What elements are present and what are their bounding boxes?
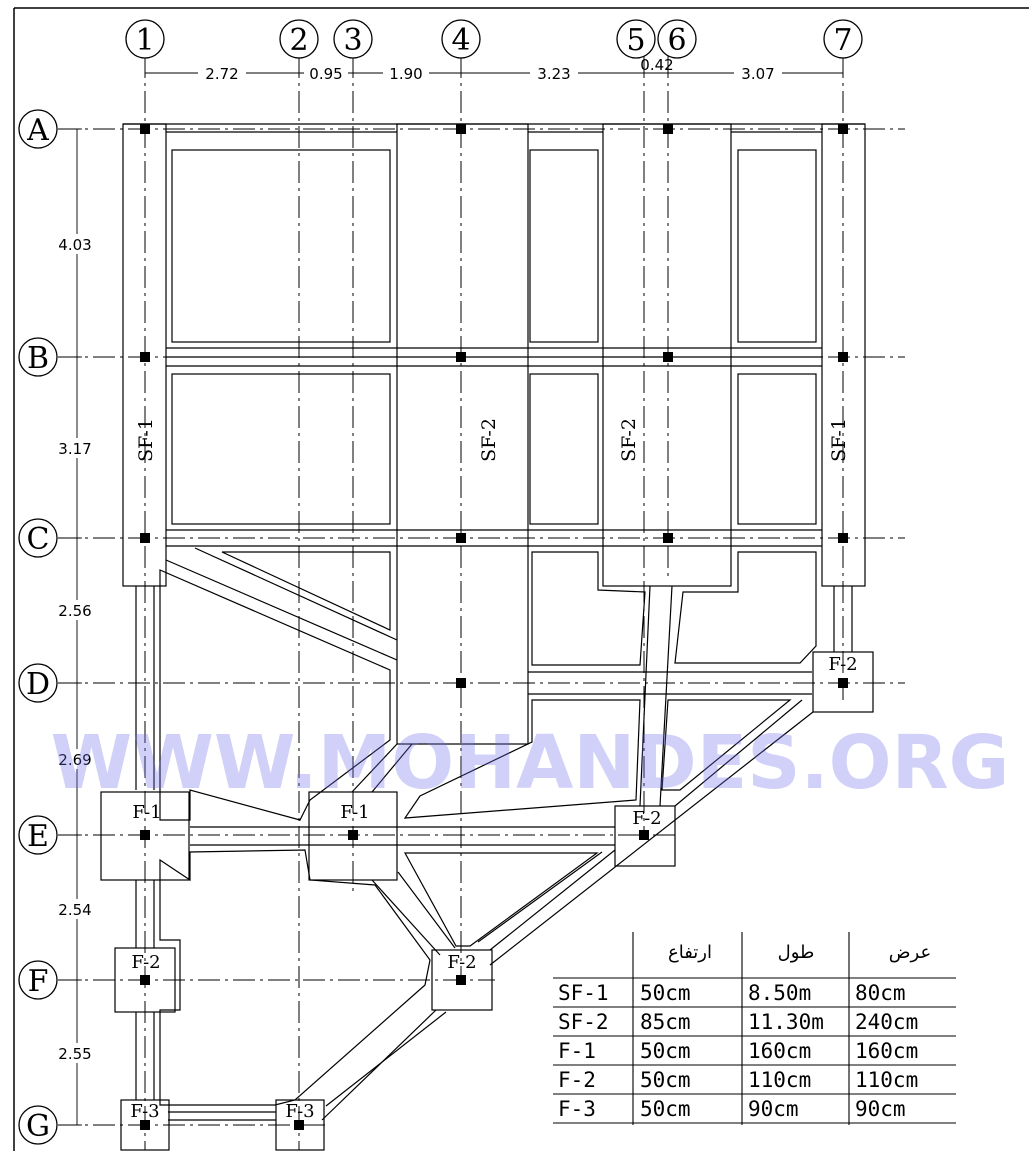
row-grid-bubbles: A B C D E F G	[18, 109, 58, 1145]
row-height: 50cm	[640, 1068, 691, 1092]
grid-label-F: F	[28, 964, 49, 999]
columns	[140, 124, 848, 1130]
dim-F-G: 2.55	[58, 1045, 91, 1063]
row-length: 160cm	[748, 1039, 811, 1063]
footing-label-E1: F-1	[132, 802, 161, 823]
dim-6-7: 3.07	[741, 65, 774, 83]
grid-label-A: A	[26, 113, 49, 148]
row-type: F-3	[558, 1097, 596, 1121]
row-length: 110cm	[748, 1068, 811, 1092]
column-grid-bubbles: 1 2 3 4 5 6 7	[125, 19, 863, 59]
row-length: 11.30m	[748, 1010, 824, 1034]
grid-label-C: C	[27, 522, 50, 557]
row-type: F-1	[558, 1039, 596, 1063]
dim-3-4: 1.90	[389, 65, 422, 83]
row-width: 160cm	[855, 1039, 918, 1063]
row-type: SF-1	[558, 981, 609, 1005]
footing-schedule-table: ارتفاع طول عرض SF-1 50cm 8.50m 80cm SF-2…	[553, 932, 956, 1125]
footing-label-G1: F-3	[130, 1101, 159, 1122]
row-height: 50cm	[640, 1097, 691, 1121]
grid-label-B: B	[27, 341, 49, 376]
dim-C-D: 2.56	[58, 602, 91, 620]
drawing-frame	[13, 7, 1029, 1151]
sf-label-middle: SF-2	[478, 418, 500, 462]
footing-label-F4: F-2	[447, 952, 476, 973]
grid-label-6: 6	[667, 23, 686, 58]
dim-2-3: 0.95	[309, 65, 342, 83]
dim-E-F: 2.54	[58, 901, 91, 919]
row-width: 90cm	[855, 1097, 906, 1121]
footing-labels: F-1 F-1 F-2 F-2 F-2 F-2 F-3 F-3	[130, 654, 857, 1122]
grid-label-4: 4	[451, 23, 470, 58]
row-height: 50cm	[640, 981, 691, 1005]
row-width: 110cm	[855, 1068, 918, 1092]
dim-5-6: 0.42	[640, 56, 673, 74]
grid-label-5: 5	[626, 23, 645, 58]
row-type: F-2	[558, 1068, 596, 1092]
dimension-labels: 2.72 0.95 1.90 3.23 0.42 3.07 4.03 3.17 …	[54, 56, 782, 1063]
row-type: SF-2	[558, 1010, 609, 1034]
dim-4-5: 3.23	[537, 65, 570, 83]
sf-label-56: SF-2	[618, 418, 640, 462]
foundation-outlines	[100, 123, 874, 1151]
dimension-lines	[72, 68, 844, 1126]
grid-label-3: 3	[343, 23, 362, 58]
row-length: 90cm	[748, 1097, 799, 1121]
grid-label-7: 7	[833, 23, 852, 58]
dim-B-C: 3.17	[58, 440, 91, 458]
header-height: ارتفاع	[668, 942, 712, 963]
watermark: WWW.MOHANDES.ORG	[51, 720, 1010, 806]
footing-label-D7: F-2	[828, 654, 857, 675]
header-width: عرض	[889, 942, 931, 963]
footing-label-G2: F-3	[285, 1101, 314, 1122]
row-length: 8.50m	[748, 981, 811, 1005]
row-height: 85cm	[640, 1010, 691, 1034]
dim-1-2: 2.72	[205, 65, 238, 83]
grid-label-D: D	[26, 667, 50, 702]
grid-label-G: G	[26, 1109, 50, 1144]
row-height: 50cm	[640, 1039, 691, 1063]
header-length: طول	[778, 942, 815, 963]
row-width: 240cm	[855, 1010, 918, 1034]
horizontal-grid-lines	[58, 128, 905, 1126]
footing-label-E5: F-2	[632, 808, 661, 829]
grid-label-E: E	[27, 819, 49, 854]
footing-label-F1: F-2	[131, 952, 160, 973]
dim-D-E: 2.69	[58, 751, 91, 769]
grid-label-2: 2	[289, 23, 308, 58]
sf-label-right: SF-1	[828, 418, 850, 462]
dim-A-B: 4.03	[58, 236, 91, 254]
row-width: 80cm	[855, 981, 906, 1005]
footing-label-E3: F-1	[340, 802, 369, 823]
grid-label-1: 1	[135, 23, 154, 58]
sf-label-left: SF-1	[135, 418, 157, 462]
strip-footing-labels: SF-1 SF-2 SF-2 SF-1	[135, 418, 850, 462]
